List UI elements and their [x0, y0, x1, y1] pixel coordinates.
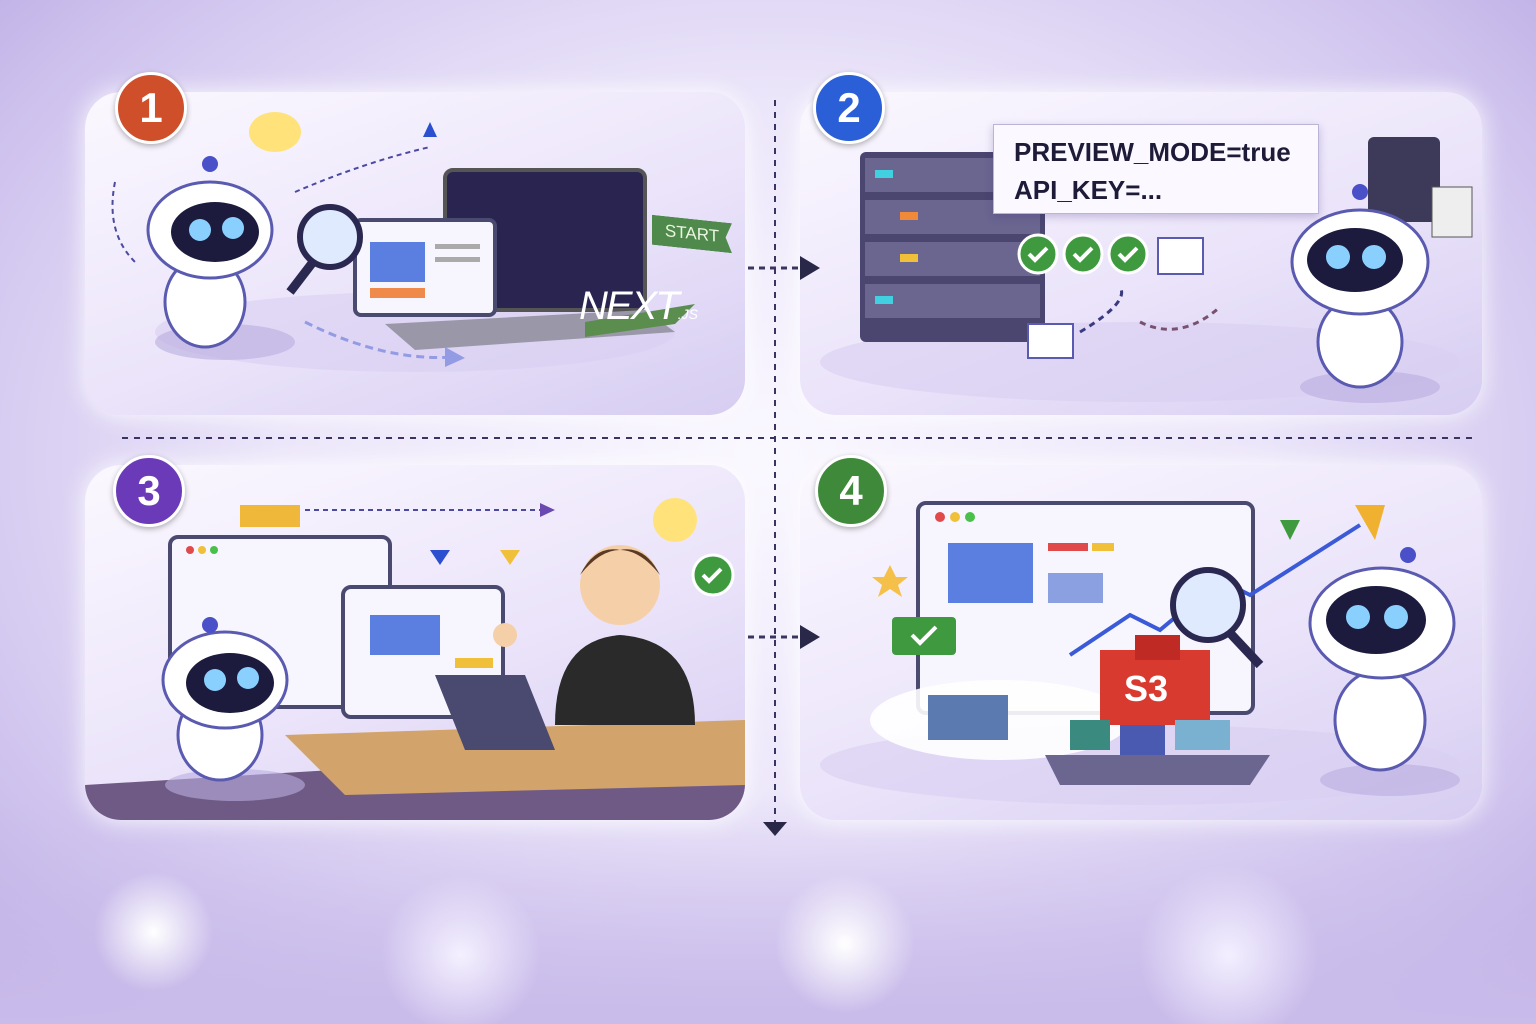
phone-illustration [1368, 137, 1440, 222]
step-2-panel [800, 92, 1482, 415]
robot-mascot [161, 617, 305, 801]
step-2-badge: 2 [813, 72, 885, 144]
cloud-background [0, 794, 1536, 1024]
browser-window-illustration [341, 585, 505, 719]
step-4-badge: 4 [815, 455, 887, 527]
step-3-panel [85, 465, 745, 820]
env-variables-card: PREVIEW_MODE=true API_KEY=... [993, 124, 1319, 214]
env-line-preview-mode: PREVIEW_MODE=true [1014, 137, 1291, 167]
robot-mascot [1308, 547, 1460, 796]
nextjs-logo: NEXT.JS [579, 284, 698, 328]
lock-icon [1431, 186, 1473, 238]
laptop-illustration [435, 675, 555, 750]
robot-mascot [146, 156, 295, 360]
arrow-step3-to-4 [748, 625, 820, 649]
env-line-api-key: API_KEY=... [1014, 175, 1163, 205]
envelope-icon [240, 505, 300, 527]
star-icon [872, 565, 908, 597]
magnifying-glass-icon [286, 204, 363, 295]
s3-bucket-blocks [1070, 635, 1230, 755]
step-3-badge: 3 [113, 455, 185, 527]
lightbulb-icon [653, 498, 697, 542]
sun-icon [249, 112, 301, 152]
desk [285, 720, 745, 795]
magnifying-glass-icon [1170, 567, 1264, 669]
step-4-panel [800, 465, 1482, 820]
arrow-step1-to-2 [748, 256, 820, 280]
browser-window-illustration [353, 218, 497, 317]
checkmark-icons [1017, 233, 1149, 275]
document-icon [1157, 237, 1204, 275]
robot-mascot [1290, 184, 1440, 403]
growth-arrow-icon [1355, 505, 1385, 540]
step-1-panel: NEXT.JS [85, 92, 745, 415]
document-icon [1027, 323, 1074, 359]
checkmark-icon [892, 617, 956, 655]
person-with-laptop [493, 545, 695, 725]
s3-label: S3 [1124, 668, 1169, 709]
arrow-down-end [763, 822, 787, 836]
step-1-badge: 1 [115, 72, 187, 144]
